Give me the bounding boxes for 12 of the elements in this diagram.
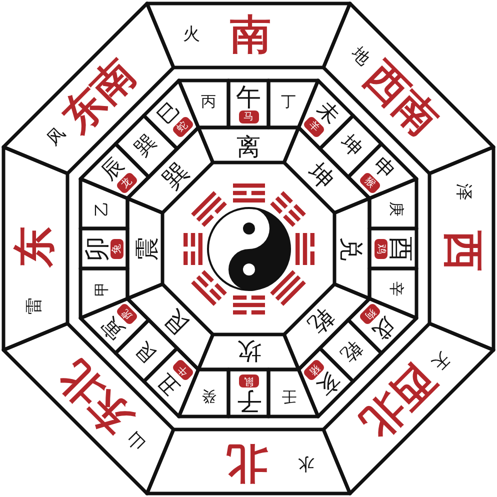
mountain-label: 子	[236, 388, 261, 413]
element-label: 泽	[454, 183, 471, 200]
element-label: 雷	[26, 297, 43, 314]
direction-label: 南	[230, 14, 271, 55]
mountain-label: 卯	[84, 236, 109, 261]
element-label: 火	[183, 26, 200, 43]
mountain-label: 酉	[388, 236, 413, 261]
direction-label: 北	[226, 442, 267, 483]
direction-label: 东	[14, 226, 55, 267]
direction-label: 西	[442, 230, 483, 271]
mountain-label: 午	[236, 84, 261, 109]
element-label: 水	[297, 454, 314, 471]
